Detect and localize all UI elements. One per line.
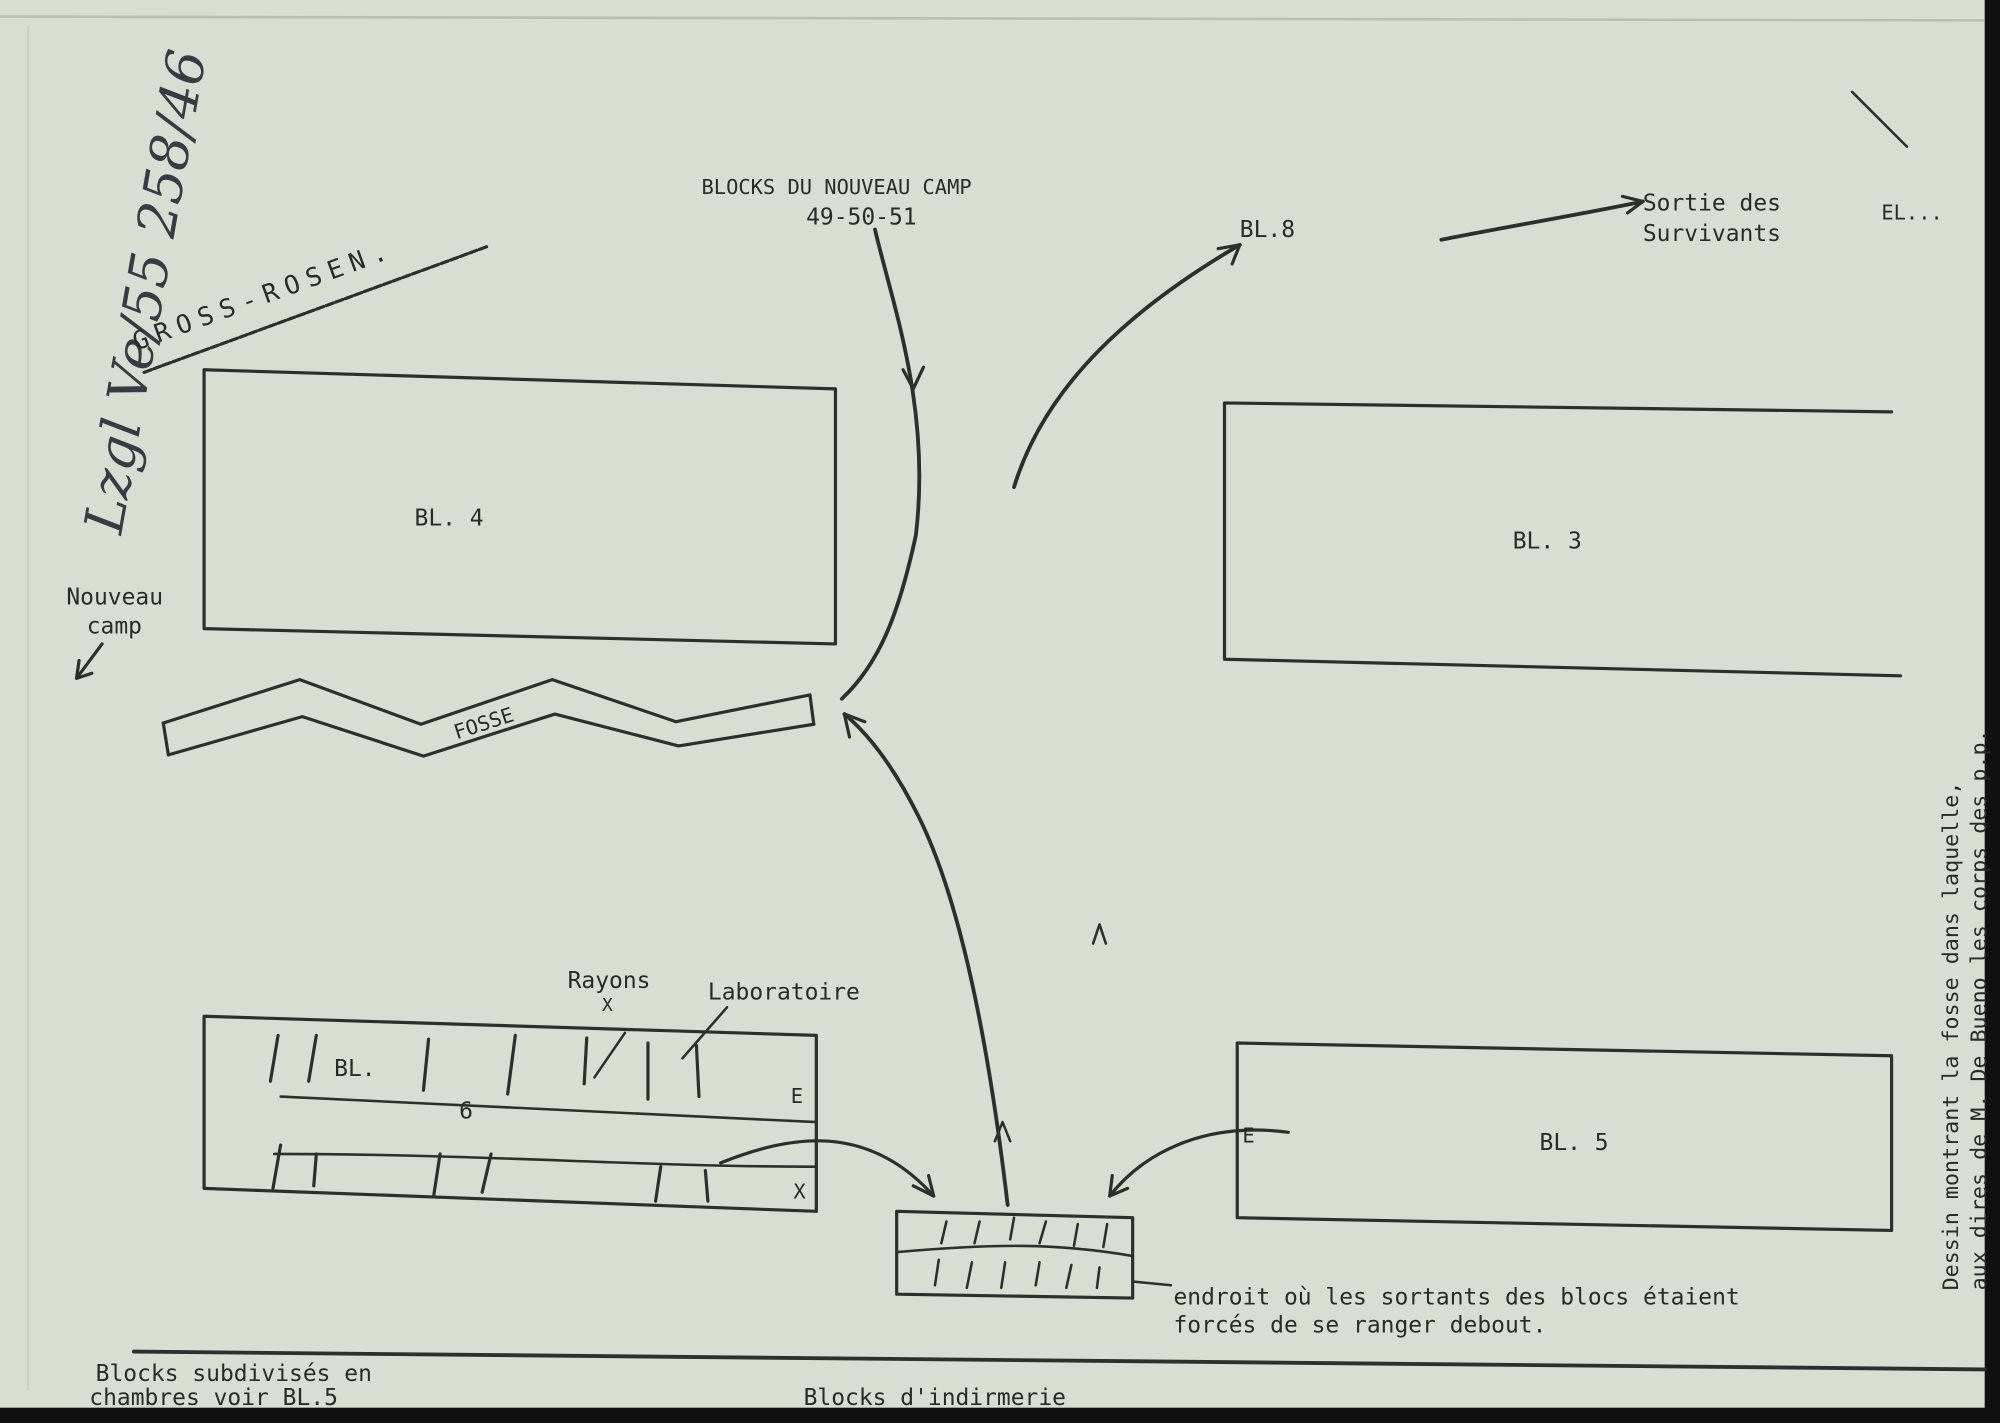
block-8-label: BL.8 <box>1240 217 1295 243</box>
block-6-x: X <box>793 1180 806 1204</box>
exit-label: Sortie des <box>1643 190 1781 216</box>
infirmary-label: Blocks d'indirmerie <box>804 1385 1066 1411</box>
arrow-nouveau-camp <box>74 642 104 680</box>
block-5-label: BL. 5 <box>1540 1130 1609 1156</box>
corner-label: EL... <box>1881 200 1942 224</box>
block-6-number: 6 <box>459 1098 473 1124</box>
caption-line-1: Dessin montrant la fosse dans laquelle, <box>1939 782 1964 1291</box>
arrows <box>719 194 1645 1207</box>
footnote-line-2: chambres voir BL.5 <box>89 1385 338 1411</box>
block-3 <box>1222 401 1903 678</box>
block-4 <box>202 368 838 646</box>
nouveau-camp-label: Nouveau <box>66 584 163 610</box>
block-3-label: BL. 3 <box>1513 528 1582 554</box>
assembly-label-2: forcés de se ranger debout. <box>1173 1312 1546 1338</box>
bottom-rule <box>132 1349 1987 1372</box>
block-6 <box>202 1014 818 1213</box>
exit-label-2: Survivants <box>1643 221 1781 247</box>
fosse-trench <box>161 678 816 758</box>
assembly-label: endroit où les sortants des blocs étaien… <box>1173 1284 1739 1310</box>
block-6-exit: E <box>791 1084 803 1108</box>
rayons-x-label: X <box>602 995 613 1016</box>
assembly-area <box>895 1209 1173 1300</box>
laboratoire-label: Laboratoire <box>708 980 860 1006</box>
block-5-exit: E <box>1242 1123 1254 1147</box>
nouveau-camp-label-2: camp <box>87 614 142 640</box>
rayons-label: Rayons <box>568 968 651 994</box>
camp-name-underline <box>142 244 491 374</box>
block-6-label: BL. <box>334 1056 375 1082</box>
block-5 <box>1235 1041 1894 1233</box>
new-camp-blocks-label: BLOCKS DU NOUVEAU CAMP <box>702 175 972 199</box>
caption-line-2: aux dires de M. De Bueno les corps des p… <box>1967 729 1992 1290</box>
new-camp-blocks-numbers: 49-50-51 <box>806 204 917 230</box>
footnote-line-1: Blocks subdivisés en <box>96 1361 372 1387</box>
block-4-label: BL. 4 <box>415 505 484 531</box>
block-6-subdivisions <box>268 1006 818 1203</box>
